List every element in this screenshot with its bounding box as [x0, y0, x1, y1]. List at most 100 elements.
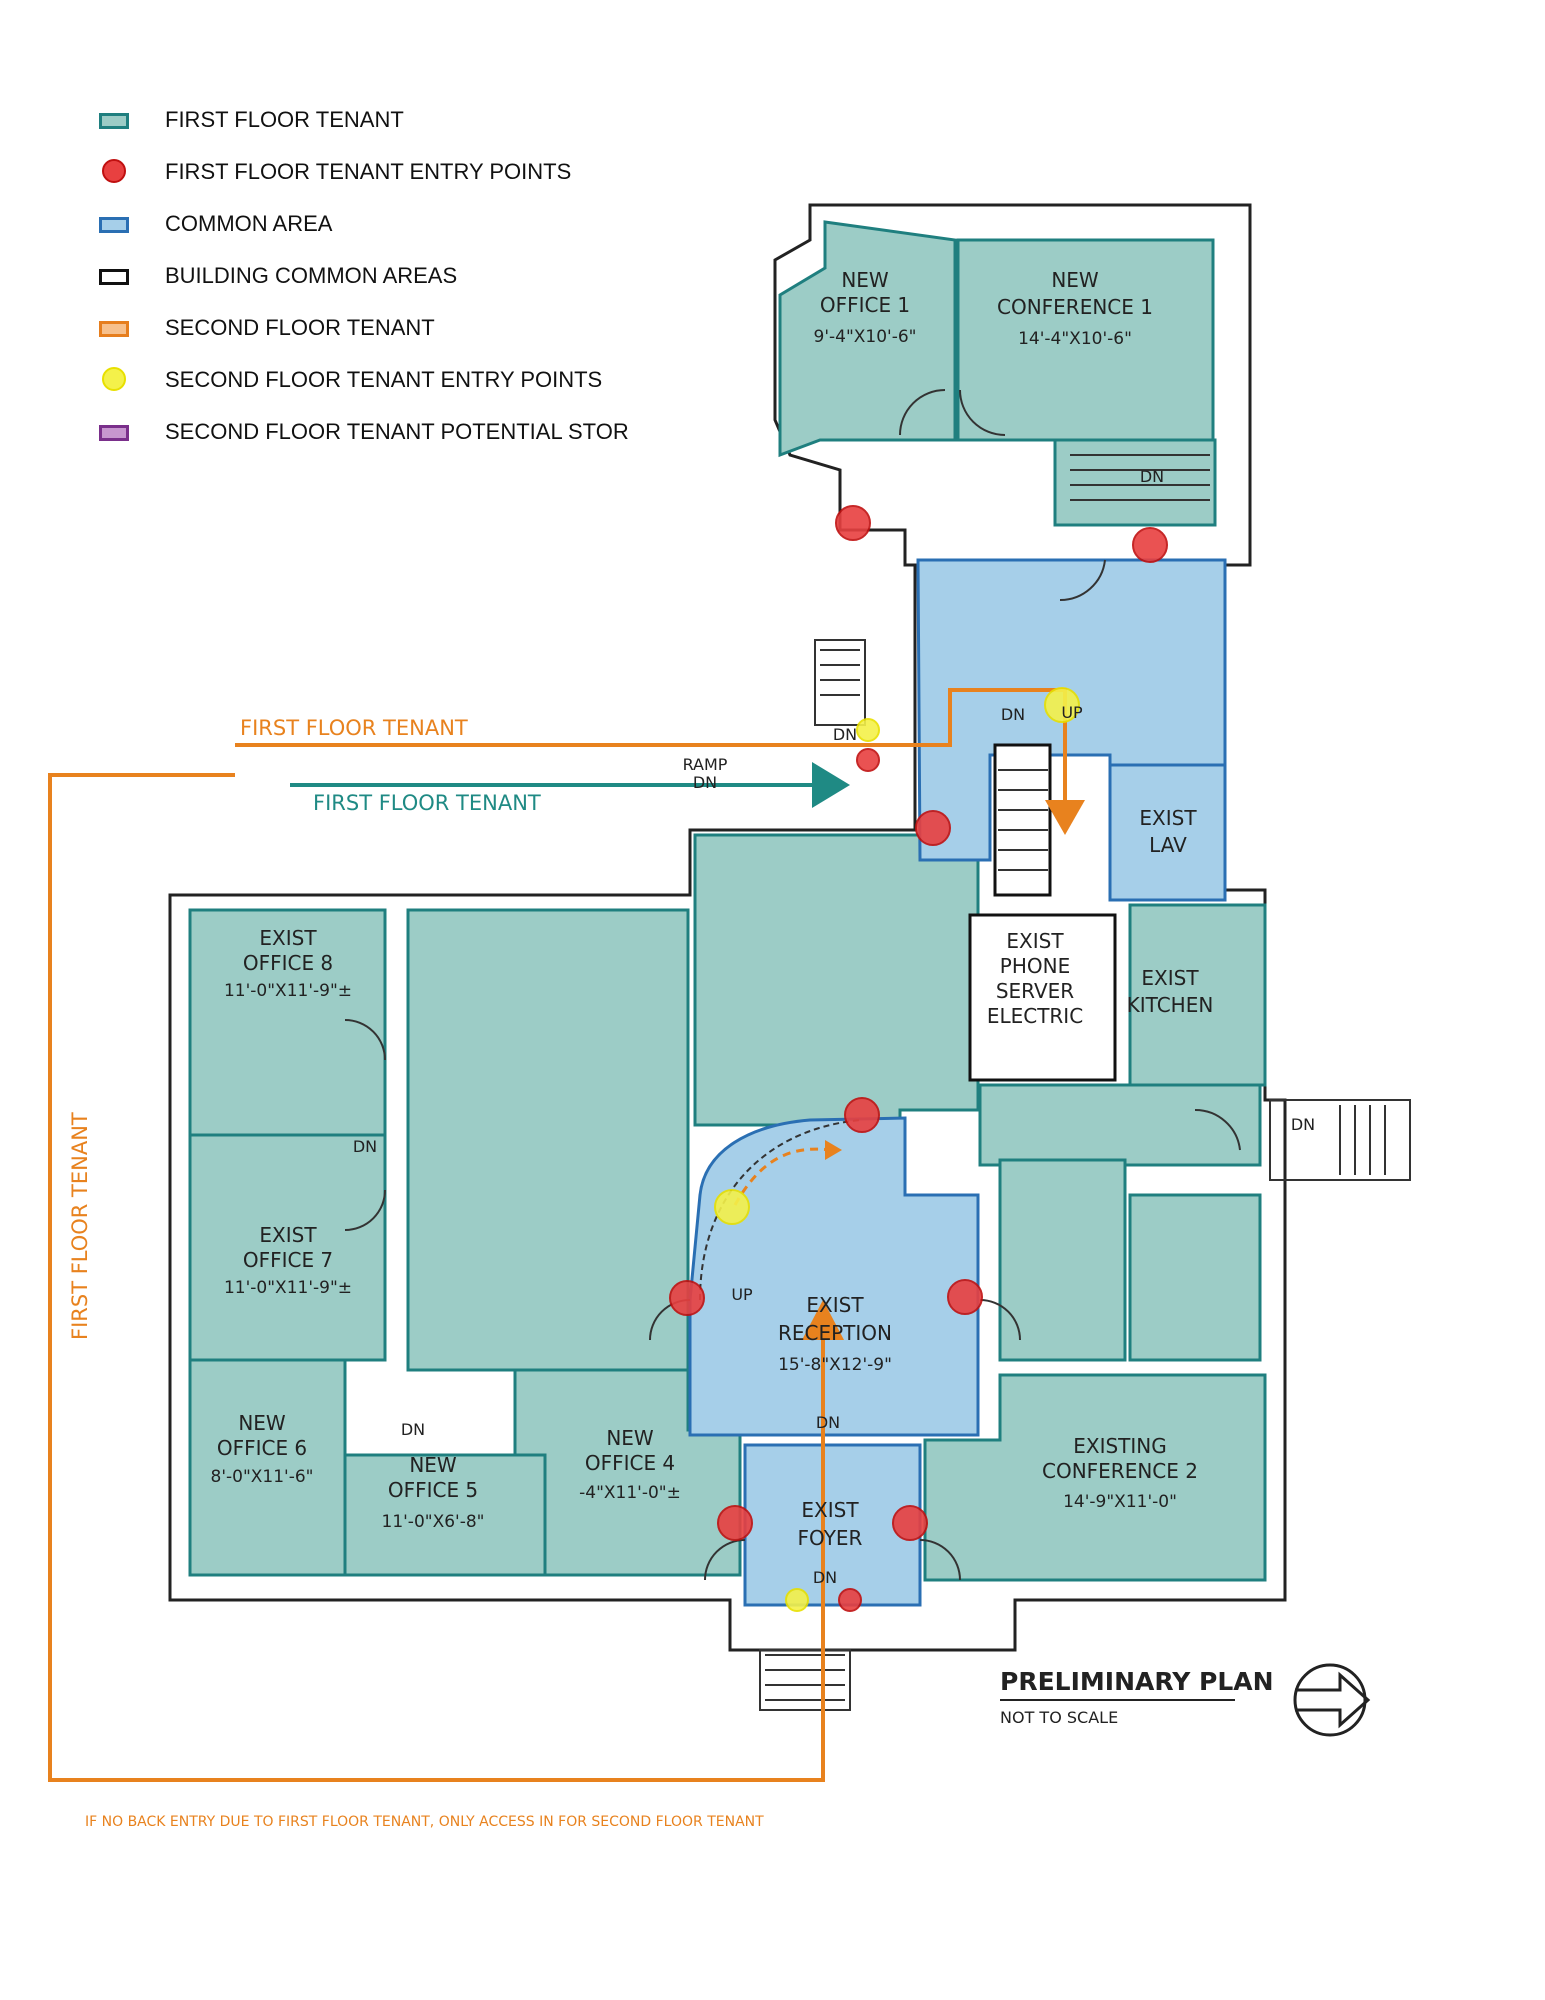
dn-marker: DN — [1140, 467, 1164, 486]
legend-item-second-floor-entry: SECOND FLOOR TENANT ENTRY POINTS — [95, 365, 695, 417]
label-exist-phone: EXIST — [1006, 929, 1064, 953]
stair-treads — [765, 454, 1386, 1701]
room-new-conference-1 — [956, 238, 1215, 442]
first-floor-arrow-right — [812, 762, 850, 808]
room-exist-kitchen — [1128, 903, 1267, 1087]
up-marker: UP — [1061, 703, 1083, 722]
label-exist-office-8: OFFICE 8 — [243, 951, 333, 975]
first-floor-tenant-areas — [188, 220, 1267, 1582]
label-exist-reception: RECEPTION — [778, 1321, 892, 1345]
route-label-first-floor: FIRST FLOOR TENANT — [313, 791, 541, 815]
legend-swatch — [99, 269, 129, 285]
label-exist-office-8-dims: 11'-0"X11'-9"± — [224, 981, 352, 1001]
label-new-office-5: OFFICE 5 — [388, 1478, 478, 1502]
label-exist-phone: PHONE — [1000, 954, 1070, 978]
entry-point — [669, 1280, 705, 1316]
second-floor-entry-points — [714, 687, 1080, 1612]
room-new-office-5 — [343, 1453, 552, 1577]
dn-marker: DN — [813, 1568, 837, 1587]
room-labels: NEW OFFICE 1 9'-4"X10'-6" NEW CONFERENCE… — [211, 268, 1214, 1550]
route-label-second-floor: FIRST FLOOR TENANT — [240, 716, 468, 740]
room-east-small-1 — [998, 1158, 1127, 1362]
label-new-office-6: OFFICE 6 — [217, 1436, 307, 1460]
label-exist-office-7: OFFICE 7 — [243, 1248, 333, 1272]
legend-swatch — [102, 367, 126, 391]
legend-item-second-floor-tenant: SECOND FLOOR TENANT — [95, 313, 695, 365]
label-exist-office-7: EXIST — [259, 1223, 317, 1247]
label-exist-kitchen: KITCHEN — [1127, 993, 1214, 1017]
label-exist-reception: EXIST — [806, 1293, 864, 1317]
route-lines — [48, 688, 1085, 1782]
legend-item-building-common: BUILDING COMMON AREAS — [95, 261, 695, 313]
entry-point — [844, 1097, 880, 1133]
label-new-conference-1: CONFERENCE 1 — [997, 295, 1153, 319]
legend-item-common-area: COMMON AREA — [95, 209, 695, 261]
room-big-west — [406, 908, 690, 1372]
legend-swatch — [99, 113, 129, 129]
first-floor-entry-points — [669, 505, 1168, 1612]
entry-point — [915, 810, 951, 846]
building-outline — [168, 203, 1287, 1652]
legend-item-potential-storage: SECOND FLOOR TENANT POTENTIAL STOR — [95, 417, 695, 469]
room-exist-phone-server — [968, 913, 1117, 1082]
entry-point — [835, 505, 871, 541]
room-east-corridor — [978, 1083, 1262, 1167]
stair-markers: DN DN DN UP RAMP DN DN UP DN DN DN DN — [353, 467, 1315, 1587]
legend-label: BUILDING COMMON AREAS — [165, 263, 458, 288]
label-exist-office-8: EXIST — [259, 926, 317, 950]
room-exist-lav — [1108, 763, 1227, 902]
legend-label: FIRST FLOOR TENANT — [165, 107, 404, 132]
label-new-office-5-dims: 11'-0"X6'-8" — [382, 1512, 485, 1532]
legend-label: COMMON AREA — [165, 211, 333, 236]
entry-point — [1132, 527, 1168, 563]
room-exist-foyer — [743, 1443, 922, 1607]
legend-item-first-floor-tenant: FIRST FLOOR TENANT — [95, 105, 695, 157]
entry-point — [785, 1588, 809, 1612]
label-exist-lav: LAV — [1149, 833, 1187, 857]
label-exist-phone: SERVER — [996, 979, 1074, 1003]
entry-point — [856, 718, 880, 742]
label-new-office-4: NEW — [606, 1426, 654, 1450]
building-common-areas — [968, 743, 1117, 1082]
room-exist-reception — [688, 1116, 980, 1437]
label-existing-conference-2: EXISTING — [1073, 1434, 1167, 1458]
label-exist-foyer: FOYER — [798, 1526, 863, 1550]
entry-point — [856, 748, 880, 772]
label-new-office-1-dims: 9'-4"X10'-6" — [814, 327, 917, 347]
legend: FIRST FLOOR TENANT FIRST FLOOR TENANT EN… — [95, 105, 695, 469]
room-east-small-2 — [1128, 1193, 1262, 1362]
dn-marker: DN — [1001, 705, 1025, 724]
common-areas — [688, 558, 1227, 1607]
legend-label: SECOND FLOOR TENANT POTENTIAL STOR — [165, 419, 629, 444]
dn-marker: DN — [833, 725, 857, 744]
second-floor-route-outer — [48, 773, 825, 1782]
label-exist-phone: ELECTRIC — [987, 1004, 1083, 1028]
legend-swatch — [99, 217, 129, 233]
north-arrow-icon — [1293, 1663, 1371, 1737]
entry-point — [714, 1189, 750, 1225]
ramp-marker: RAMP — [683, 755, 728, 774]
label-exist-lav: EXIST — [1139, 806, 1197, 830]
room-exist-office-8 — [188, 908, 387, 1137]
dn-marker: DN — [401, 1420, 425, 1439]
room-existing-conference-2 — [923, 1373, 1267, 1582]
label-new-office-5: NEW — [409, 1453, 457, 1477]
label-new-office-1: NEW — [841, 268, 889, 292]
label-existing-conference-2: CONFERENCE 2 — [1042, 1459, 1198, 1483]
stair-center — [993, 743, 1052, 897]
entry-point — [838, 1588, 862, 1612]
label-existing-conference-2-dims: 14'-9"X11'-0" — [1063, 1492, 1177, 1512]
legend-label: FIRST FLOOR TENANT ENTRY POINTS — [165, 159, 572, 184]
legend-swatch — [99, 425, 129, 441]
second-floor-arrow-up — [802, 1300, 844, 1340]
label-exist-foyer: EXIST — [801, 1498, 859, 1522]
room-new-office-6 — [188, 1358, 347, 1577]
label-new-office-4: OFFICE 4 — [585, 1451, 675, 1475]
entry-point — [717, 1505, 753, 1541]
label-exist-office-7-dims: 11'-0"X11'-9"± — [224, 1278, 352, 1298]
second-floor-arrow-down — [1045, 800, 1085, 835]
room-new-office-1 — [778, 220, 957, 458]
label-exist-reception-dims: 15'-8"X12'-9" — [778, 1355, 892, 1375]
